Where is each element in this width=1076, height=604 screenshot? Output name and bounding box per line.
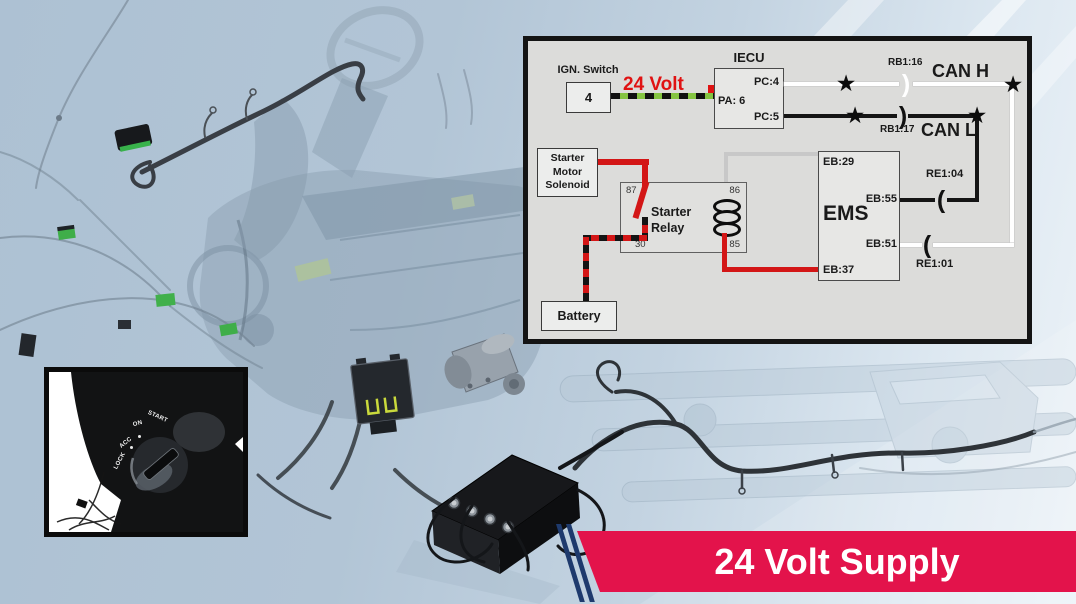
wire-eb55-seg1 [900, 198, 935, 202]
ems-pin-eb37: EB:37 [823, 264, 855, 276]
wire-relay-eb29-v [724, 152, 728, 200]
ignition-dot-icon [130, 446, 133, 449]
rb116-break-icon: ) [901, 70, 911, 98]
can-l-label: CAN L [921, 120, 976, 140]
wire-can-h-vertical [1010, 82, 1014, 247]
ign-switch-box: 4 [566, 82, 611, 113]
wire-solenoid-h [597, 159, 649, 165]
iecu-pin-pa6: PA: 6 [718, 95, 746, 107]
volt-label: 24 Volt [623, 74, 684, 95]
ems-box: EB:29 EMS EB:55 EB:51 EB:37 [818, 151, 900, 281]
relay-pin-30: 30 [635, 239, 646, 250]
can-h-label: CAN H [932, 61, 989, 81]
relay-pin-85: 85 [729, 239, 740, 250]
wire-relay85-v [722, 233, 727, 272]
starter-motor-solenoid-box: Starter Motor Solenoid [537, 148, 598, 197]
iecu-pin-pc5: PC:5 [753, 111, 779, 123]
iecu-title: IECU [733, 50, 765, 65]
wire-battery-dash1 [642, 217, 648, 241]
solenoid-label: Starter Motor Solenoid [545, 152, 590, 192]
ghost-cab-sketch [559, 358, 1076, 503]
ems-pin-eb51: EB:51 [865, 238, 897, 250]
wire-battery-dash3 [583, 235, 589, 301]
battery-terminals [447, 496, 515, 534]
wire-relay85-eb37 [722, 267, 818, 272]
rb116-label: RB1:16 [888, 57, 923, 68]
ecu-module [350, 353, 415, 435]
rb117-break-icon: ) [898, 102, 908, 130]
circuit-diagram-panel: IGN. Switch 4 24 Volt IECU PC:4 PA: 6 PC… [523, 36, 1032, 344]
ign-switch-label: IGN. Switch [557, 64, 619, 76]
caption-banner: 24 Volt Supply [577, 531, 1076, 592]
iecu-box: PC:4 PA: 6 PC:5 [714, 68, 784, 129]
can-h-star1-icon: ★ [835, 70, 857, 96]
re101-label: RE1:01 [916, 258, 954, 270]
starter-motor [444, 333, 525, 395]
ems-pin-eb55: EB:55 [865, 193, 897, 205]
battery-box: Battery [541, 301, 617, 331]
can-l-star2-icon: ★ [966, 102, 988, 128]
ignition-switch-art [56, 372, 243, 532]
battery-photo [396, 430, 624, 604]
wire-can-l-seg2 [908, 114, 979, 118]
wire-eb51-seg1 [900, 243, 922, 247]
wire-eb51-seg2 [933, 243, 1014, 247]
relay-pin-86: 86 [729, 185, 740, 196]
wire-ignition-24v [611, 93, 714, 99]
wire-relay-eb29-h [724, 152, 818, 156]
ignition-dot-icon [138, 435, 141, 438]
ems-title: EMS [823, 202, 869, 225]
ghost-steering [234, 6, 424, 260]
wire-solenoid-v [642, 159, 648, 187]
ignition-switch-photo: LOCK ACC ON START [44, 367, 248, 537]
wire-can-h-seg1 [784, 82, 899, 86]
wire-can-h-seg2 [913, 82, 1011, 86]
re101-break-icon: ( [922, 231, 932, 259]
wire-can-l-vertical [975, 114, 979, 202]
ign-switch-pin: 4 [584, 90, 593, 105]
rb117-label: RB1:17 [880, 124, 915, 135]
ems-pin-eb29: EB:29 [823, 156, 855, 168]
wire-can-l-seg1 [784, 114, 897, 118]
relay-coil-icon [713, 222, 741, 237]
caption-text: 24 Volt Supply [714, 541, 960, 582]
wire-eb55-seg2 [947, 198, 979, 202]
can-l-star1-icon: ★ [844, 102, 866, 128]
relay-title: Starter Relay [651, 205, 692, 236]
connector-blobs [18, 124, 475, 358]
can-h-star2-icon: ★ [1002, 71, 1024, 97]
relay-pin-87: 87 [626, 185, 637, 196]
re104-break-icon: ( [936, 186, 946, 214]
battery-label: Battery [557, 309, 601, 323]
re104-label: RE1:04 [926, 168, 964, 180]
iecu-pin-pc4: PC:4 [753, 76, 779, 88]
wire-battery-dash2 [583, 235, 648, 241]
